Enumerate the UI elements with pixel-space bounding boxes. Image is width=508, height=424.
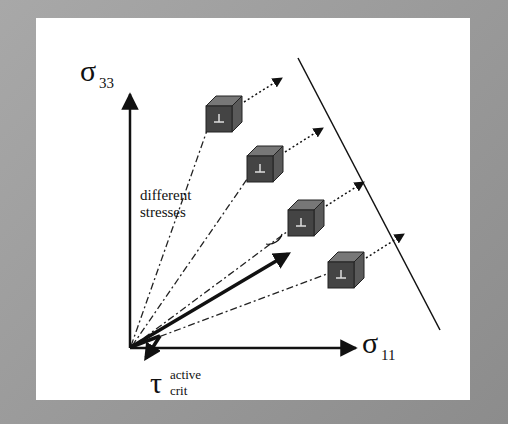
tau-arrow-tail xyxy=(131,336,160,347)
cubes xyxy=(206,78,404,288)
tau-symbol: τ xyxy=(150,368,162,398)
angle-arc xyxy=(266,234,282,244)
annotation: different stresses xyxy=(140,187,212,222)
crystal-cube xyxy=(247,128,323,182)
yield-line xyxy=(298,58,440,330)
sigma11-axis xyxy=(130,347,356,350)
axis-subscript: 11 xyxy=(381,348,395,363)
axis-symbol: σ xyxy=(80,56,96,86)
axis-subscript: 33 xyxy=(99,76,114,91)
dotted-arrow xyxy=(244,78,282,102)
crystal-cube xyxy=(206,78,282,132)
dotted-arrow xyxy=(326,182,364,206)
crystal-cube xyxy=(288,182,364,236)
superscript: active xyxy=(170,368,201,381)
normal-arrow xyxy=(131,254,288,347)
dotted-arrow xyxy=(366,234,404,258)
sigma33-axis xyxy=(129,94,132,348)
subscript: crit xyxy=(170,384,187,397)
axis-symbol: σ xyxy=(362,328,378,358)
dotted-arrow xyxy=(285,128,323,152)
stress-paths xyxy=(131,122,332,347)
crystal-cube xyxy=(328,234,404,288)
